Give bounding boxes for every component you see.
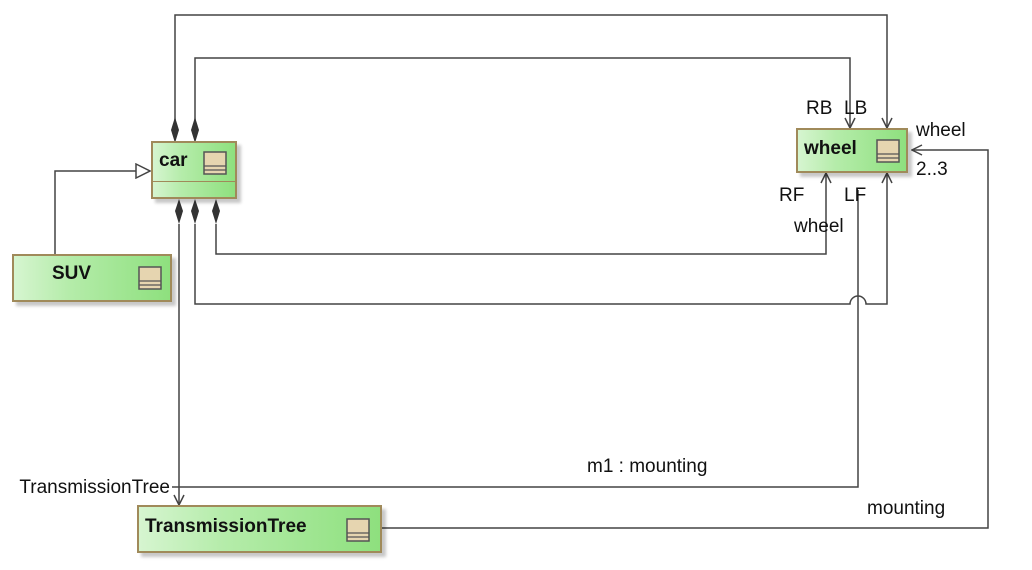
class-icon xyxy=(876,139,900,163)
connector-m1-mounting[interactable] xyxy=(172,190,859,488)
composition-diamond-rf xyxy=(212,199,220,224)
composition-diamond-rb xyxy=(191,117,199,143)
role-label-lb: LB xyxy=(844,98,868,119)
role-label-transmissiontree: TransmissionTree xyxy=(19,477,170,498)
class-suv-name: SUV xyxy=(52,263,92,284)
class-suv[interactable]: SUV xyxy=(12,254,172,302)
class-icon xyxy=(203,151,227,175)
role-label-wheel-top: wheel xyxy=(916,120,966,141)
association-car-wheel-rf[interactable] xyxy=(215,173,826,255)
class-car-attributes-divider xyxy=(153,181,235,182)
class-icon xyxy=(138,266,162,290)
generalization-suv-car[interactable] xyxy=(54,171,150,254)
class-transmissiontree[interactable]: TransmissionTree xyxy=(137,505,382,553)
class-icon xyxy=(346,518,370,542)
class-wheel[interactable]: wheel xyxy=(796,128,908,173)
composition-diamond-lf xyxy=(191,199,199,224)
connector-label-m1: m1 : mounting xyxy=(587,456,708,477)
association-car-wheel-outer[interactable] xyxy=(174,14,887,128)
composition-diamond-outer xyxy=(171,117,179,143)
role-label-rb: RB xyxy=(806,98,833,119)
multiplicity-label: 2..3 xyxy=(916,159,948,180)
composition-diamond-tt xyxy=(175,199,183,224)
role-label-rf: RF xyxy=(779,185,805,206)
association-mounting[interactable] xyxy=(382,150,989,529)
association-car-wheel-rb[interactable] xyxy=(194,57,850,128)
role-label-mounting: mounting xyxy=(867,498,946,519)
role-label-wheel-lower: wheel xyxy=(794,216,844,237)
class-car[interactable]: car xyxy=(151,141,237,199)
class-wheel-name: wheel xyxy=(804,138,857,159)
class-transmissiontree-name: TransmissionTree xyxy=(145,516,307,537)
class-car-name: car xyxy=(159,150,188,171)
role-label-lf: LF xyxy=(844,185,867,206)
